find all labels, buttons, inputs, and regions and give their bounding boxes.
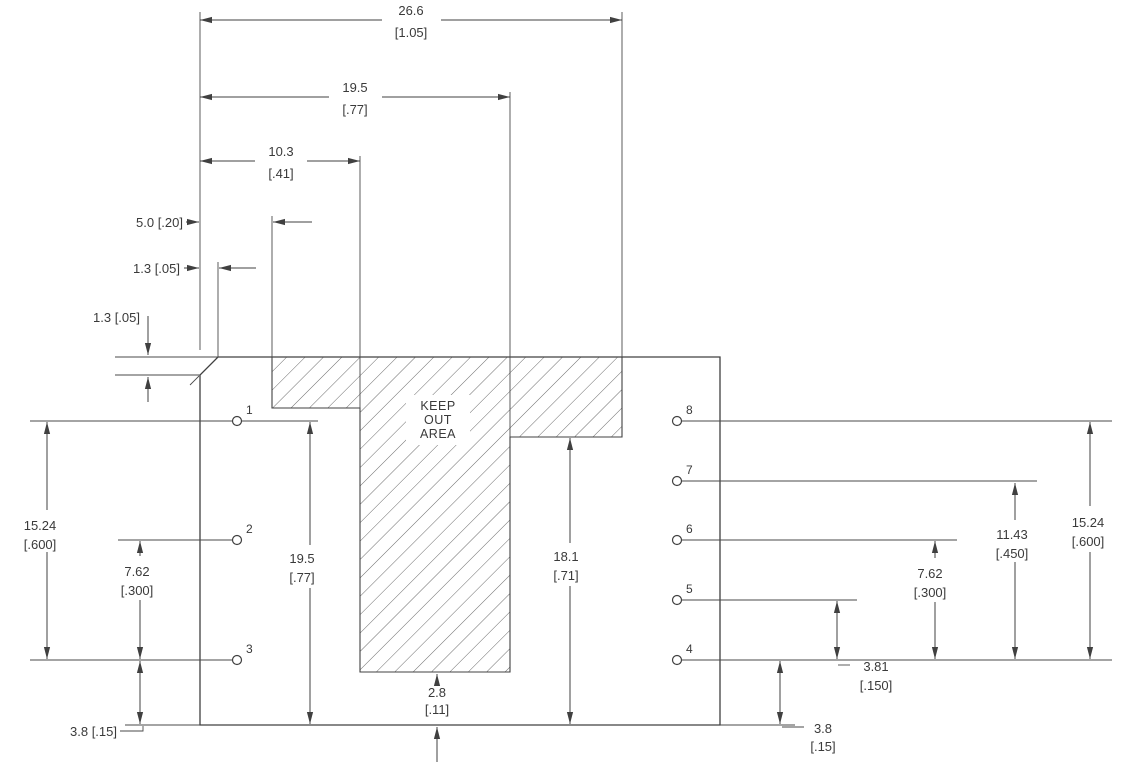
dim-pin1-to-bottom-mm: 19.5: [289, 551, 314, 566]
dim-pin4-pin7-pitch-mm: 11.43: [996, 527, 1028, 542]
pin-2-pad: [231, 534, 243, 546]
dim-keepout-left-offset: 5.0 [.20]: [136, 215, 312, 230]
dim-right-bottom-offset: 3.8 [.15]: [776, 661, 836, 754]
dim-stem-bottom-gap-mm: 2.8: [428, 685, 446, 700]
dim-pin4-pin5-pitch: 3.81 [.150]: [833, 601, 893, 693]
pin-7-pad: [671, 475, 683, 487]
dim-keepout-right-width-inch: [.77]: [342, 102, 367, 117]
dim-keepout-right-height-mm: 18.1: [553, 549, 578, 564]
extension-lines: [115, 12, 795, 726]
dim-left-pin-span-mm: 15.24: [24, 518, 57, 533]
dim-right-pin-span: 15.24 [.600]: [1072, 422, 1105, 659]
dim-chamfer-width-label: 1.3 [.05]: [133, 261, 180, 276]
dim-right-bottom-offset-mm: 3.8: [814, 721, 832, 736]
pin-8-pad: [671, 415, 683, 427]
body-outline: [189, 356, 721, 726]
chamfer-extension-tick: [189, 375, 200, 386]
keep-out-label-box: [406, 395, 470, 445]
dim-overall-width-mm: 26.6: [398, 3, 423, 18]
dim-pin4-pin6-pitch-inch: [.300]: [914, 585, 947, 600]
pins: 1 2 3 8 7 6 5 4: [231, 403, 693, 666]
dim-chamfer-height-label: 1.3 [.05]: [93, 310, 140, 325]
pin-1-number: 1: [246, 403, 253, 417]
dim-stem-left-width-inch: [.41]: [268, 166, 293, 181]
dim-stem-bottom-gap-inch: [.11]: [425, 702, 449, 717]
dim-left-bottom-offset-label: 3.8 [.15]: [70, 724, 117, 739]
dim-keepout-right-height-inch: [.71]: [553, 568, 578, 583]
pin-row-lines: [30, 420, 1112, 661]
dim-stem-left-width: 10.3 [.41]: [200, 144, 360, 181]
dim-stem-left-width-mm: 10.3: [268, 144, 293, 159]
pin-6-pad: [671, 534, 683, 546]
dim-right-pin-span-mm: 15.24: [1072, 515, 1105, 530]
dim-overall-width: 26.6 [1.05]: [200, 3, 622, 40]
pin-5-pad: [671, 594, 683, 606]
dim-keepout-right-width-mm: 19.5: [342, 80, 367, 95]
dim-overall-width-inch: [1.05]: [395, 25, 428, 40]
pin-3-pad: [231, 654, 243, 666]
dim-left-pin-pitch-mm: 7.62: [124, 564, 149, 579]
dim-keepout-right-height: 18.1 [.71]: [553, 438, 579, 724]
pin-4-pad: [671, 654, 683, 666]
dim-keepout-right-width: 19.5 [.77]: [200, 80, 510, 117]
keep-out-text-line3: AREA: [420, 427, 456, 441]
dim-left-pin-span-inch: [.600]: [24, 537, 57, 552]
dim-pin4-pin6-pitch-mm: 7.62: [917, 566, 942, 581]
pin-4-number: 4: [686, 642, 693, 656]
dim-pin4-pin7-pitch: 11.43 [.450]: [996, 483, 1029, 659]
dim-stem-bottom-gap: 2.8 [.11]: [425, 674, 449, 762]
dim-keepout-left-offset-label: 5.0 [.20]: [136, 215, 183, 230]
dim-pin4-pin5-pitch-inch: [.150]: [860, 678, 893, 693]
dim-right-bottom-offset-inch: [.15]: [810, 739, 835, 754]
pin-8-number: 8: [686, 403, 693, 417]
dim-chamfer-width: 1.3 [.05]: [133, 261, 256, 276]
dim-left-pin-pitch-inch: [.300]: [121, 583, 154, 598]
dim-pin4-pin6-pitch: 7.62 [.300]: [914, 541, 947, 659]
keep-out-text-line2: OUT: [424, 413, 452, 427]
keep-out-region: KEEP OUT AREA: [271, 356, 623, 673]
pin-6-number: 6: [686, 522, 693, 536]
pin-7-number: 7: [686, 463, 693, 477]
dim-left-pin-pitch: 7.62 [.300]: [121, 541, 154, 659]
pin-5-number: 5: [686, 582, 693, 596]
dim-pin1-to-bottom: 19.5 [.77]: [289, 422, 315, 724]
dim-chamfer-height: 1.3 [.05]: [93, 310, 152, 402]
dim-right-pin-span-inch: [.600]: [1072, 534, 1105, 549]
keep-out-text-line1: KEEP: [420, 399, 455, 413]
dim-pin4-pin5-pitch-mm: 3.81: [863, 659, 888, 674]
dim-pin1-to-bottom-inch: [.77]: [289, 570, 314, 585]
dim-left-bottom-offset: 3.8 [.15]: [70, 661, 144, 739]
pin-3-number: 3: [246, 642, 253, 656]
dim-left-pin-span: 15.24 [.600]: [24, 422, 57, 659]
dim-pin4-pin7-pitch-inch: [.450]: [996, 546, 1029, 561]
pin-1-pad: [231, 415, 243, 427]
pin-2-number: 2: [246, 522, 253, 536]
